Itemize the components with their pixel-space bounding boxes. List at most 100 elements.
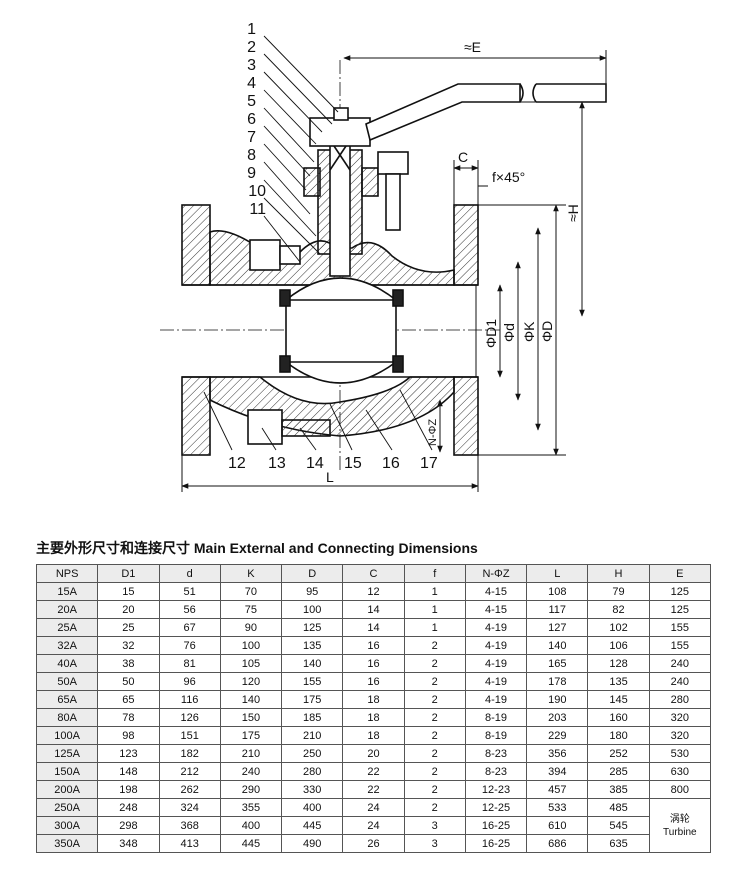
- table-cell: 8-23: [464, 744, 528, 763]
- table-cell: 240: [648, 654, 712, 673]
- table-cell: 16: [342, 654, 405, 673]
- table-cell: 203: [526, 708, 589, 727]
- table-cell: 394: [526, 762, 589, 781]
- table-cell: 16: [342, 672, 405, 691]
- table-cell: 240: [219, 762, 283, 781]
- table-cell: 1: [403, 618, 466, 637]
- table-cell: 635: [587, 834, 650, 853]
- column-header: E: [648, 564, 712, 583]
- table-cell: 26: [342, 834, 405, 853]
- table-cell: 457: [526, 780, 589, 799]
- table-cell: 413: [158, 834, 221, 853]
- dimension-label-chamfer: f×45°: [492, 169, 525, 185]
- part-number: 6: [247, 111, 256, 128]
- table-cell: 81: [158, 654, 221, 673]
- part-number: 15: [344, 455, 362, 472]
- table-cell: 106: [587, 636, 650, 655]
- table-cell: 1: [403, 600, 466, 619]
- table-cell: 125: [648, 582, 712, 601]
- table-cell: 116: [158, 690, 221, 709]
- table-cell: 8-19: [464, 726, 528, 745]
- table-cell: 290: [219, 780, 283, 799]
- table-cell: 2: [403, 672, 466, 691]
- table-cell: 355: [219, 798, 283, 817]
- table-cell: 190: [526, 690, 589, 709]
- table-cell: 16: [342, 636, 405, 655]
- table-cell: 15: [97, 582, 160, 601]
- part-number: 11: [249, 201, 266, 218]
- part-number: 3: [247, 57, 256, 74]
- table-cell: 485: [587, 798, 650, 817]
- table-cell: 185: [281, 708, 344, 727]
- table-cell: 210: [219, 744, 283, 763]
- table-cell: 38: [97, 654, 160, 673]
- table-cell: 348: [97, 834, 160, 853]
- table-cell: 117: [526, 600, 589, 619]
- column-header: H: [587, 564, 650, 583]
- table-cell: 100: [281, 600, 344, 619]
- table-cell: 198: [97, 780, 160, 799]
- part-number: 16: [382, 455, 400, 472]
- table-cell: 82: [587, 600, 650, 619]
- table-cell: 2: [403, 780, 466, 799]
- table-cell: 250: [281, 744, 344, 763]
- table-cell: 96: [158, 672, 221, 691]
- column-header: N-ΦZ: [464, 564, 528, 583]
- table-cell: 180: [587, 726, 650, 745]
- table-cell: 151: [158, 726, 221, 745]
- table-cell: 2: [403, 708, 466, 727]
- column-header: f: [403, 564, 466, 583]
- part-number: 17: [420, 455, 438, 472]
- nps-cell: 50A: [35, 672, 99, 691]
- dimension-label-h: ≈H: [565, 204, 581, 222]
- nps-cell: 15A: [35, 582, 99, 601]
- part-numbers-left: 1 2 3 4 5 6 7 8 9 10 11: [247, 21, 266, 218]
- table-cell: 140: [219, 690, 283, 709]
- table-cell: 123: [97, 744, 160, 763]
- table-cell: 12-23: [464, 780, 528, 799]
- table-cell: 102: [587, 618, 650, 637]
- table-cell: 155: [281, 672, 344, 691]
- part-number: 12: [228, 455, 246, 472]
- table-cell: 20: [97, 600, 160, 619]
- part-number: 4: [247, 75, 256, 92]
- dimension-label-c: C: [458, 149, 468, 165]
- table-cell: 150: [219, 708, 283, 727]
- table-cell: 490: [281, 834, 344, 853]
- ball: [279, 277, 404, 384]
- nps-cell: 350A: [35, 834, 99, 853]
- table-cell: 324: [158, 798, 221, 817]
- table-cell: 330: [281, 780, 344, 799]
- table-cell: 320: [648, 708, 712, 727]
- dimension-lines: [181, 50, 607, 492]
- table-cell: 2: [403, 636, 466, 655]
- table-cell: 78: [97, 708, 160, 727]
- table-cell: 4-19: [464, 654, 528, 673]
- table-cell: 127: [526, 618, 589, 637]
- turbine-label-en: Turbine: [663, 826, 697, 838]
- table-cell: 56: [158, 600, 221, 619]
- dimension-label-nz: N-ΦZ: [427, 419, 439, 446]
- table-cell: 125: [648, 600, 712, 619]
- table-cell: 65: [97, 690, 160, 709]
- table-cell: 70: [219, 582, 283, 601]
- table-cell: 630: [648, 762, 712, 781]
- table-cell: 8-19: [464, 708, 528, 727]
- table-cell: 4-15: [464, 582, 528, 601]
- nps-cell: 250A: [35, 798, 99, 817]
- table-cell: 51: [158, 582, 221, 601]
- table-cell: 22: [342, 780, 405, 799]
- table-cell: 165: [526, 654, 589, 673]
- handle-lever: [365, 83, 607, 142]
